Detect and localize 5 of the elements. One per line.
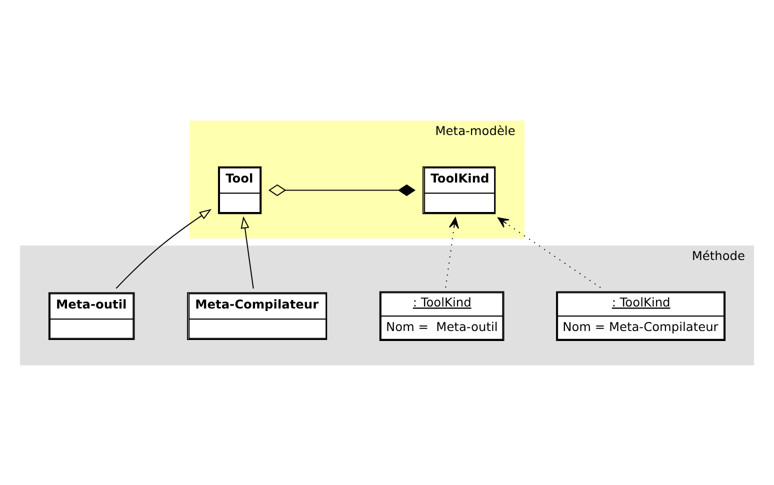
arrow: [445, 216, 459, 288]
connector: [268, 184, 416, 196]
arrow: [240, 216, 254, 288]
arrow: [498, 216, 601, 288]
arrow: [116, 208, 212, 288]
